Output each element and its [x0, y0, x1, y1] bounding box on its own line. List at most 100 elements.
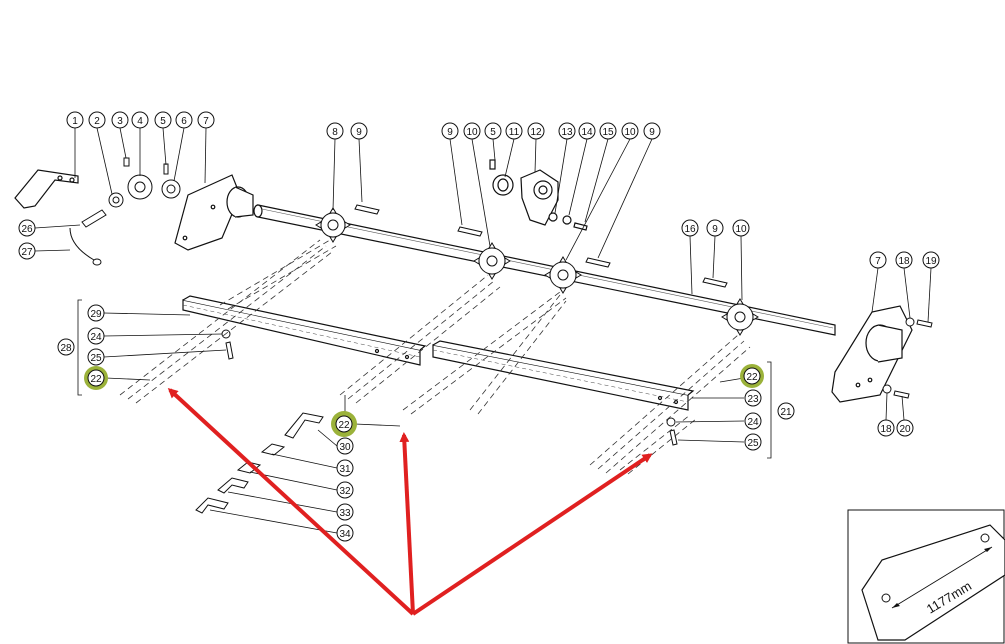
sprocket-1 [315, 207, 351, 243]
svg-text:9: 9 [356, 127, 362, 138]
callout-2: 2 [88, 111, 106, 129]
svg-text:22: 22 [90, 374, 102, 385]
callout-22c: 22 [740, 364, 764, 388]
right-hardware [882, 317, 933, 399]
callout-9c: 9 [643, 122, 661, 140]
callout-15: 15 [599, 122, 617, 140]
callout-27: 27 [18, 242, 36, 260]
svg-text:18: 18 [880, 424, 892, 435]
svg-text:25: 25 [90, 353, 102, 364]
svg-text:31: 31 [339, 464, 351, 475]
svg-text:27: 27 [21, 247, 33, 258]
callout-24b: 24 [744, 412, 762, 430]
callout-25a: 25 [87, 348, 105, 366]
svg-text:25: 25 [747, 438, 759, 449]
svg-text:34: 34 [339, 529, 351, 540]
left-bracket [14, 169, 79, 209]
callout-24a: 24 [87, 327, 105, 345]
callout-10c: 10 [732, 219, 750, 237]
callout-12: 12 [527, 122, 545, 140]
callout-20: 20 [896, 419, 914, 437]
callout-7: 7 [197, 111, 215, 129]
callout-7b: 7 [869, 251, 887, 269]
inset-hole-left [881, 593, 891, 603]
svg-text:21: 21 [780, 407, 792, 418]
left-gear-parts [69, 157, 181, 266]
callout-6: 6 [175, 111, 193, 129]
svg-text:13: 13 [561, 127, 573, 138]
callout-9d: 9 [706, 219, 724, 237]
svg-text:14: 14 [581, 127, 593, 138]
red-arrow-left [167, 387, 415, 616]
svg-text:22: 22 [746, 372, 758, 383]
svg-text:16: 16 [684, 224, 696, 235]
callout-30: 30 [336, 437, 354, 455]
svg-text:10: 10 [624, 127, 636, 138]
callout-11: 11 [505, 122, 523, 140]
svg-text:4: 4 [137, 116, 143, 127]
svg-text:6: 6 [181, 116, 187, 127]
callout-8: 8 [326, 122, 344, 140]
callout-34: 34 [336, 524, 354, 542]
slat-bar-right [432, 340, 695, 411]
callout-4: 4 [131, 111, 149, 129]
dashed-guides [119, 239, 751, 475]
svg-text:7: 7 [203, 116, 209, 127]
callout-29: 29 [87, 304, 105, 322]
svg-text:12: 12 [530, 127, 542, 138]
red-arrow-right [411, 453, 653, 616]
svg-text:28: 28 [60, 343, 72, 354]
svg-text:24: 24 [747, 417, 759, 428]
callout-23: 23 [744, 389, 762, 407]
svg-text:29: 29 [90, 309, 102, 320]
red-arrows [167, 387, 653, 616]
red-arrow-center [399, 432, 415, 615]
callout-18b: 18 [877, 419, 895, 437]
callout-9b: 9 [441, 122, 459, 140]
svg-text:32: 32 [339, 486, 351, 497]
sprocket-4 [721, 298, 759, 336]
svg-text:9: 9 [712, 224, 718, 235]
callouts: 1 2 3 4 5 6 7 8 9 9 10 5 11 12 13 14 15 … [18, 111, 940, 542]
left-bearing-plate [174, 174, 254, 251]
svg-text:19: 19 [925, 256, 937, 267]
svg-text:9: 9 [649, 127, 655, 138]
callout-31: 31 [336, 459, 354, 477]
svg-text:9: 9 [447, 127, 453, 138]
svg-text:10: 10 [735, 224, 747, 235]
callout-9a: 9 [350, 122, 368, 140]
svg-text:15: 15 [602, 127, 614, 138]
svg-text:7: 7 [875, 256, 881, 267]
callout-10b: 10 [621, 122, 639, 140]
callout-13: 13 [558, 122, 576, 140]
dimension-inset: 1177mm [847, 509, 1005, 644]
callout-1: 1 [66, 111, 84, 129]
svg-text:10: 10 [466, 127, 478, 138]
svg-text:33: 33 [339, 508, 351, 519]
center-bearing [489, 159, 588, 231]
sprocket-3 [544, 256, 582, 294]
svg-text:18: 18 [898, 256, 910, 267]
callout-14: 14 [578, 122, 596, 140]
callout-33: 33 [336, 503, 354, 521]
svg-text:5: 5 [490, 127, 496, 138]
svg-text:2: 2 [94, 116, 100, 127]
svg-text:11: 11 [509, 127, 520, 138]
callout-19: 19 [922, 251, 940, 269]
leader-lines [34, 127, 932, 534]
callout-22b: 22 [331, 411, 357, 437]
callout-10a: 10 [463, 122, 481, 140]
svg-text:8: 8 [332, 127, 338, 138]
svg-text:26: 26 [21, 224, 33, 235]
callout-3: 3 [111, 111, 129, 129]
svg-text:23: 23 [747, 394, 759, 405]
callout-28: 28 [57, 338, 75, 356]
svg-text:1: 1 [72, 116, 78, 127]
svg-text:3: 3 [117, 116, 123, 127]
svg-text:22: 22 [338, 420, 350, 431]
shaft-keys [354, 204, 728, 288]
callout-18a: 18 [895, 251, 913, 269]
callout-32: 32 [336, 481, 354, 499]
callout-5: 5 [154, 111, 172, 129]
